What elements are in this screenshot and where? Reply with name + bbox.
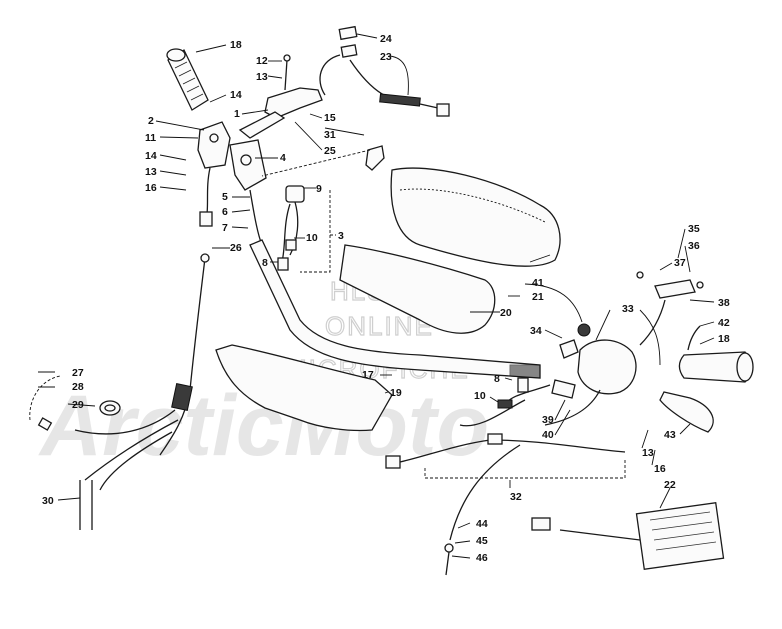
callout-15: 15 xyxy=(324,112,336,124)
throttle-cable-left xyxy=(74,253,210,530)
handlebar xyxy=(249,239,541,393)
right-switch-housing xyxy=(544,323,637,426)
callout-4: 4 xyxy=(280,152,286,164)
callout-13-right: 13 xyxy=(642,447,654,459)
callout-5: 5 xyxy=(222,191,228,203)
wire-piece xyxy=(365,145,385,171)
kill-switch xyxy=(277,185,305,271)
callout-9: 9 xyxy=(316,183,322,195)
callout-labels: 18 12 13 14 1 2 11 14 13 16 15 25 4 31 5… xyxy=(42,33,730,564)
callout-38: 38 xyxy=(718,297,730,309)
callout-26: 26 xyxy=(230,242,242,254)
throttle-lever xyxy=(659,391,714,433)
cable-clamp xyxy=(37,400,121,431)
callout-34: 34 xyxy=(530,325,542,337)
callout-28: 28 xyxy=(72,381,84,393)
callout-1: 1 xyxy=(234,108,240,120)
callout-39: 39 xyxy=(542,414,554,426)
callout-42: 42 xyxy=(718,317,730,329)
callout-10-left: 10 xyxy=(306,232,318,244)
callout-21: 21 xyxy=(532,291,544,303)
callout-24: 24 xyxy=(380,33,392,45)
callout-45: 45 xyxy=(476,535,488,547)
callout-17: 17 xyxy=(362,369,374,381)
throttle-lever-assy xyxy=(636,271,704,346)
callout-2: 2 xyxy=(148,115,154,127)
callout-12: 12 xyxy=(256,55,268,67)
callout-16-left: 16 xyxy=(145,182,157,194)
callout-10-right: 10 xyxy=(474,390,486,402)
callout-46: 46 xyxy=(476,552,488,564)
callout-25: 25 xyxy=(324,145,336,157)
callout-43: 43 xyxy=(664,429,676,441)
callout-27: 27 xyxy=(72,367,84,379)
callout-20: 20 xyxy=(500,307,512,319)
callout-23: 23 xyxy=(380,51,392,63)
choke-cable xyxy=(444,444,521,576)
callout-44: 44 xyxy=(476,518,488,530)
heater-element xyxy=(531,501,725,571)
callout-30: 30 xyxy=(42,495,54,507)
callout-35: 35 xyxy=(688,223,700,235)
callout-37: 37 xyxy=(674,257,686,269)
lower-pad xyxy=(339,244,496,334)
callout-41: 41 xyxy=(532,277,544,289)
brake-lever xyxy=(238,54,323,139)
callout-7: 7 xyxy=(222,222,228,234)
callout-32: 32 xyxy=(510,491,522,503)
throttle-cable xyxy=(319,25,450,117)
leader-lines xyxy=(29,33,715,559)
callout-19: 19 xyxy=(390,387,402,399)
callout-29: 29 xyxy=(72,399,84,411)
callout-11: 11 xyxy=(145,132,156,144)
callout-13-top: 13 xyxy=(256,71,268,83)
callout-18-right: 18 xyxy=(718,333,730,345)
callout-13-left: 13 xyxy=(145,166,157,178)
callout-36: 36 xyxy=(688,240,700,252)
callout-33: 33 xyxy=(622,303,634,315)
callout-8-left: 8 xyxy=(262,257,268,269)
wiring-harness xyxy=(385,379,626,469)
callout-40: 40 xyxy=(542,429,554,441)
callout-14-top: 14 xyxy=(230,89,242,101)
callout-6: 6 xyxy=(222,206,228,218)
callout-8-right: 8 xyxy=(494,373,500,385)
pad-cover xyxy=(215,344,393,432)
upper-pad xyxy=(390,167,561,267)
callout-16-right: 16 xyxy=(654,463,666,475)
callout-3: 3 xyxy=(338,230,344,242)
callout-22: 22 xyxy=(664,479,676,491)
callout-14-left: 14 xyxy=(145,150,157,162)
left-grip xyxy=(166,48,209,111)
right-grip xyxy=(678,325,754,383)
left-switch-housing xyxy=(197,121,267,246)
callout-18-left: 18 xyxy=(230,39,242,51)
callout-31: 31 xyxy=(324,129,336,141)
